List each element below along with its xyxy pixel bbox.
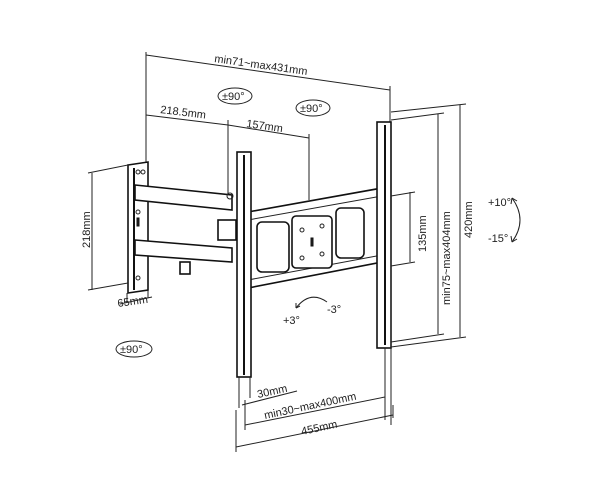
arm-segment-1-label: 218.5mm <box>160 104 207 121</box>
swivel-indicator-2: ±90° <box>295 99 331 117</box>
left-vertical-rail <box>236 151 252 408</box>
right-vertical-rail <box>376 121 392 425</box>
swivel-indicator-3: ±90° <box>115 340 153 358</box>
tilt-up-label: +10° <box>488 197 511 209</box>
tv-plate-height-label: 135mm <box>417 215 429 252</box>
arm-segment-dimensions: 218.5mm 157mm <box>145 104 310 200</box>
wall-plate-width-dimension: 65mm <box>117 290 153 310</box>
level-adjust-indicator: +3° -3° <box>283 296 341 327</box>
overall-width-dimension: 455mm <box>235 405 394 452</box>
wall-plate-width-label: 65mm <box>117 294 149 310</box>
swivel-indicator-1: ±90° <box>217 87 253 105</box>
articulating-arms <box>134 184 237 275</box>
rail-height-dimension: 420mm <box>390 103 475 348</box>
rail-height-label: 420mm <box>463 201 475 238</box>
rail-width-label: 30mm <box>256 383 288 401</box>
vesa-vertical-label: min75~max404mm <box>441 211 453 305</box>
swivel-2-label: ±90° <box>300 103 323 115</box>
wall-plate <box>127 161 149 294</box>
tv-plate-height-dimension: 135mm <box>390 191 429 267</box>
level-minus-label: -3° <box>327 304 341 316</box>
swivel-3-label: ±90° <box>120 344 143 356</box>
tilt-indicator: +10° -15° <box>488 197 521 245</box>
level-plus-label: +3° <box>283 315 300 327</box>
tilt-down-label: -15° <box>488 233 508 245</box>
arm-extension-label: min71~max431mm <box>214 53 309 78</box>
wall-plate-height-label: 218mm <box>81 211 93 248</box>
tv-bracket-plate <box>247 187 383 289</box>
swivel-1-label: ±90° <box>222 91 245 103</box>
overall-width-label: 455mm <box>300 419 338 438</box>
arm-segment-2-label: 157mm <box>246 118 284 135</box>
vesa-vertical-dimension: min75~max404mm <box>390 112 453 343</box>
wall-plate-height-dimension: 218mm <box>81 164 129 291</box>
